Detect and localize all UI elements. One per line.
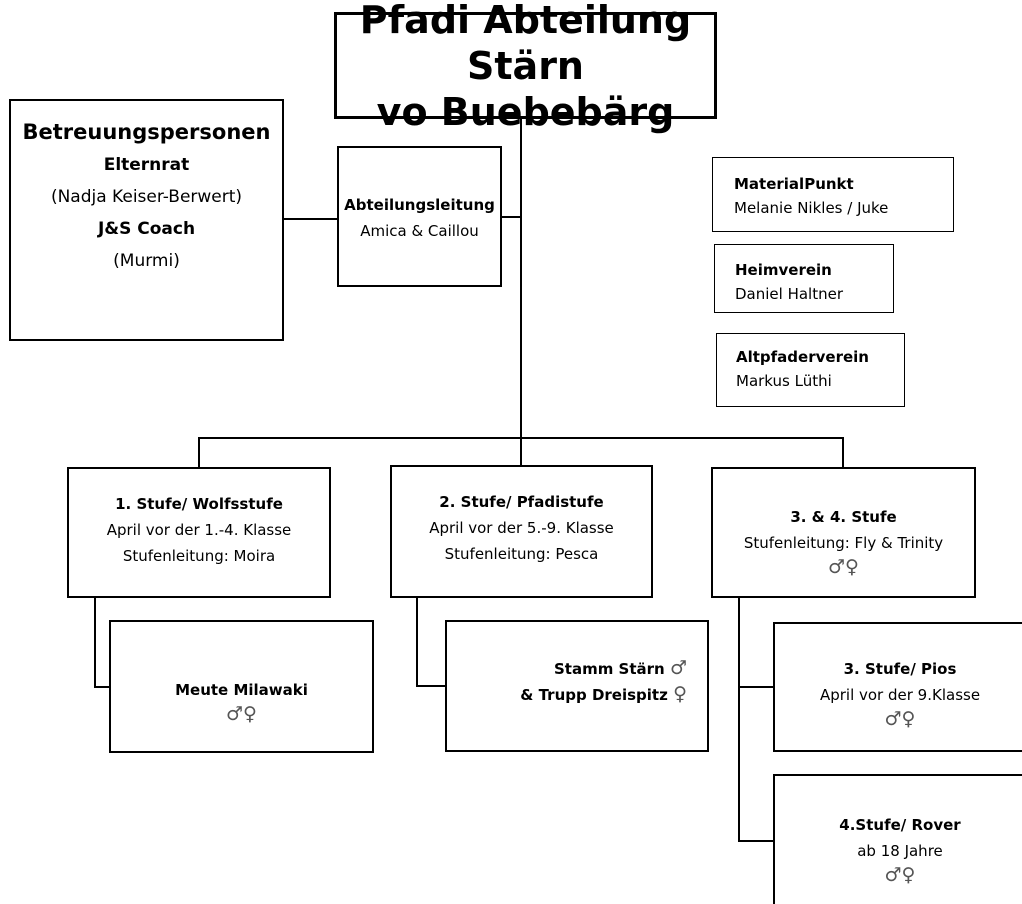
connector-stufe2-sub-h	[416, 685, 446, 687]
betreuung-heading: Betreuungspersonen	[22, 120, 271, 144]
abteilungsleitung-label: Abteilungsleitung	[344, 196, 495, 214]
rover-label: 4.Stufe/ Rover	[839, 816, 961, 834]
coach-label: J&S Coach	[97, 219, 196, 239]
rover-age: ab 18 Jahre	[857, 842, 943, 860]
title-line-1: Pfadi Abteilung Stärn	[359, 0, 692, 88]
stufe2-leitung: Stufenleitung: Pesca	[444, 545, 599, 563]
meute-label: Meute Milawaki	[175, 681, 308, 699]
connector-betreuung-to-leitung	[283, 218, 338, 220]
stufe1-leitung: Stufenleitung: Moira	[122, 547, 276, 565]
pios-box: 3. Stufe/ Pios April vor der 9.Klasse ♂♀	[773, 622, 1022, 752]
female-icon: ♀	[673, 683, 687, 705]
stufe1-age: April vor der 1.-4. Klasse	[106, 521, 292, 539]
stufe34-box: 3. & 4. Stufe Stufenleitung: Fly & Trini…	[711, 467, 976, 598]
male-female-icon: ♂♀	[226, 703, 257, 725]
stufe2-age: April vor der 5.-9. Klasse	[429, 519, 614, 537]
meute-box: Meute Milawaki ♂♀	[109, 620, 374, 753]
coach-name: (Murmi)	[113, 251, 180, 271]
stamm-line-1: Stamm Stärn ♂	[554, 656, 687, 682]
stamm-box: Stamm Stärn ♂ & Trupp Dreispitz ♀	[445, 620, 709, 752]
altpfaderverein-box: Altpfaderverein Markus Lüthi	[716, 333, 905, 407]
connector-stufe1-sub-v	[94, 597, 96, 687]
connector-stufe1-sub-h	[94, 686, 110, 688]
stufe34-label: 3. & 4. Stufe	[790, 508, 897, 526]
male-female-icon: ♂♀	[884, 708, 916, 730]
betreuungspersonen-box: Betreuungspersonen Elternrat (Nadja Keis…	[9, 99, 284, 341]
altpfaderverein-label: Altpfaderverein	[736, 348, 869, 366]
male-female-icon: ♂♀	[884, 864, 916, 886]
heimverein-label: Heimverein	[735, 261, 832, 279]
connector-stufe34-down	[842, 437, 844, 468]
connector-pios-h	[738, 686, 774, 688]
stufe2-label: 2. Stufe/ Pfadistufe	[439, 493, 604, 511]
male-icon: ♂	[669, 657, 687, 679]
male-female-icon: ♂♀	[828, 556, 859, 578]
altpfaderverein-names: Markus Lüthi	[736, 372, 832, 390]
connector-leitung-to-trunk	[500, 216, 521, 218]
materialpunkt-names: Melanie Nikles / Juke	[734, 199, 889, 217]
heimverein-names: Daniel Haltner	[735, 285, 844, 303]
stufe1-label: 1. Stufe/ Wolfsstufe	[115, 495, 283, 513]
pios-label: 3. Stufe/ Pios	[843, 660, 957, 678]
elternrat-label: Elternrat	[103, 155, 190, 175]
stufe1-box: 1. Stufe/ Wolfsstufe April vor der 1.-4.…	[67, 467, 331, 598]
stamm-line-1-text: Stamm Stärn	[553, 660, 665, 678]
connector-title-down	[520, 118, 522, 438]
abteilungsleitung-box: Abteilungsleitung Amica & Caillou	[337, 146, 502, 287]
connector-stufe1-down	[198, 437, 200, 468]
title-box: Pfadi Abteilung Stärn vo Buebebärg	[334, 0, 717, 134]
connector-stufe2-sub-v	[416, 597, 418, 686]
connector-stufe34-sub-v	[738, 597, 740, 841]
heimverein-box: Heimverein Daniel Haltner	[714, 244, 894, 313]
stamm-line-2-text: & Trupp Dreispitz	[520, 686, 668, 704]
materialpunkt-box: MaterialPunkt Melanie Nikles / Juke	[712, 157, 954, 232]
connector-stufe2-down	[520, 437, 522, 466]
stufe2-box: 2. Stufe/ Pfadistufe April vor der 5.-9.…	[390, 465, 653, 598]
title-line-2: vo Buebebärg	[376, 89, 675, 134]
pios-age: April vor der 9.Klasse	[819, 686, 981, 704]
stufe34-leitung: Stufenleitung: Fly & Trinity	[743, 534, 944, 552]
materialpunkt-label: MaterialPunkt	[734, 175, 854, 193]
stamm-line-2: & Trupp Dreispitz ♀	[520, 682, 687, 708]
rover-box: 4.Stufe/ Rover ab 18 Jahre ♂♀	[773, 774, 1022, 904]
elternrat-name: (Nadja Keiser-Berwert)	[50, 187, 243, 207]
connector-rover-h	[738, 840, 774, 842]
abteilungsleitung-names: Amica & Caillou	[360, 222, 479, 240]
